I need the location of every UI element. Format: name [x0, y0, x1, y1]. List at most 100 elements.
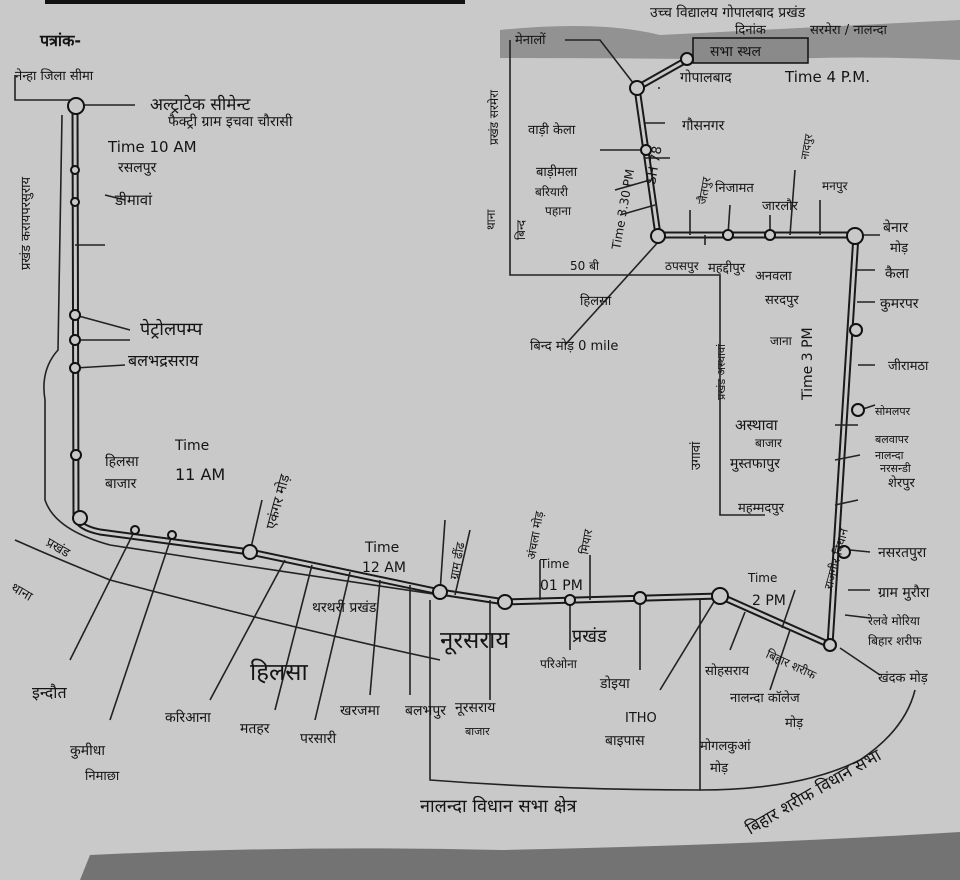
label-bariyari: बरियारी	[535, 185, 569, 199]
label-nalanda-seat: नालन्दा विधान सभा क्षेत्र	[420, 795, 578, 817]
label-tharthari: थरथरी प्रखंड	[312, 599, 377, 616]
label-t2a: Time	[747, 571, 777, 585]
label-wadikela: वाड़ी केला	[528, 122, 576, 138]
label-ugawan: उगावां	[689, 441, 704, 470]
label-miyar: मियार	[577, 527, 595, 555]
label-prakhand: प्रखंड	[572, 626, 607, 647]
stop	[70, 449, 82, 461]
top-border-line	[45, 0, 465, 4]
label-sh78: SH 78	[644, 145, 665, 186]
label-bihar-sharif: बिहार शरीफ	[764, 647, 819, 683]
label-ekangar: एकंगर मोड़	[262, 472, 293, 531]
label-mahddipur: महद्दीपुर	[708, 260, 746, 276]
label-petrol: पेट्रोलपम्प	[140, 318, 203, 340]
label-itho2: बाइपास	[605, 733, 645, 749]
label-hilsa-bazar1: हिलसा	[105, 453, 139, 470]
stop	[849, 323, 863, 337]
label-balbhadra: बलभद्रसराय	[128, 351, 199, 370]
label-t12b: 12 AM	[362, 560, 406, 576]
label-khandak: खंदक मोड़	[878, 670, 929, 686]
meeting-box	[692, 37, 809, 64]
label-nadpur: नादपुर	[798, 133, 815, 161]
place-labels: नेन्हा जिला सीमाअल्ट्राटेक सीमेन्टफैक्ट्…	[8, 32, 930, 839]
label-jarlaur: जारलौर	[762, 198, 799, 214]
label-block-left: प्रखंड करायपरसुराय	[19, 177, 34, 270]
label-thana: थाना	[8, 580, 35, 604]
label-indaut: इन्दौत	[32, 683, 67, 702]
label-t2b: 2 PM	[752, 593, 786, 609]
label-nalanda-college1: नालन्दा कॉलेज	[730, 690, 800, 706]
label-railway2: बिहार शरीफ	[868, 634, 922, 648]
label-kumidha2: निमाछा	[85, 768, 120, 784]
stop	[722, 229, 734, 241]
label-hilsa-box: हिलसा	[580, 293, 612, 309]
label-t11a: Time	[174, 438, 209, 454]
stop	[846, 227, 864, 245]
stop	[69, 334, 81, 346]
label-mogalkuan1: मोगलकुआं	[700, 738, 751, 754]
label-badimala: बाड़ीमला	[536, 164, 578, 180]
label-muraura: ग्राम मुरौरा	[878, 584, 930, 601]
label-mogalkuan2: मोड़	[710, 760, 729, 776]
label-karimana: करिआना	[165, 709, 211, 726]
label-itho1: ITHO	[625, 711, 657, 726]
stop	[242, 544, 258, 560]
label-fifty: 50 बी	[570, 259, 600, 273]
label-asthawan2: बाजार	[755, 436, 783, 450]
stop	[633, 591, 647, 605]
route-stops	[67, 52, 865, 652]
stop	[497, 594, 513, 610]
venue-line2: सरमेरा / नालन्दा	[810, 22, 888, 38]
label-t10: Time 10 AM	[107, 138, 197, 156]
stop-meeting	[680, 52, 694, 66]
label-noor-bazar1: नूरसराय	[455, 700, 496, 716]
meeting-place: सभा स्थल	[710, 44, 761, 60]
label-cement1: अल्ट्राटेक सीमेन्ट	[150, 94, 251, 115]
stop	[764, 229, 776, 241]
stop	[564, 594, 576, 606]
label-t4: Time 4 P.M.	[784, 68, 870, 86]
label-sarmera-block: प्रखंड सरमेरा	[487, 89, 501, 145]
label-bind: बिन्द	[514, 219, 528, 240]
label-sardpur: सरदपुर	[765, 293, 799, 308]
stop	[167, 530, 177, 540]
ref-label: पत्रांक-	[39, 31, 81, 50]
stop	[851, 403, 865, 417]
stop	[650, 228, 666, 244]
stop	[69, 362, 81, 374]
label-sherpur: शेरपुर	[888, 475, 916, 491]
date-label: दिनांक	[735, 22, 767, 38]
label-anchala: अंचला मोड़	[524, 510, 546, 561]
label-hilsa-bazar2: बाजार	[105, 476, 137, 492]
stop	[432, 584, 448, 600]
stop	[72, 510, 88, 526]
label-benar2: मोड़	[890, 240, 909, 256]
label-t330: Time 3.30 PM	[609, 168, 637, 251]
label-nalanda-v: नालन्दा	[875, 449, 904, 462]
label-cement2: फैक्ट्री ग्राम इचवा चौरासी	[168, 113, 293, 130]
label-noor-bazar2: बाजार	[465, 725, 490, 738]
label-t11b: 11 AM	[175, 465, 225, 484]
label-asthawan-block: प्रखंड अस्थावां	[715, 344, 728, 400]
label-biharsharif-seat: बिहार शरीफ विधान सभा	[742, 744, 885, 839]
stop	[837, 545, 851, 559]
stop	[70, 197, 80, 207]
label-mahammadpur: महम्मदपुर	[738, 501, 785, 516]
label-rasalpur: रसलपुर	[118, 160, 157, 176]
label-railway1: रेलवे मोरिया	[868, 614, 921, 628]
venue-line1: उच्च विद्यालय गोपालबाद प्रखंड	[650, 4, 806, 21]
label-doiya: डोइया	[599, 675, 630, 692]
label-bilsa: हिलसा	[250, 658, 308, 686]
label-matahar: मतहर	[240, 721, 270, 737]
label-t1a: Time	[539, 557, 569, 571]
label-kaila: कैला	[885, 265, 909, 282]
label-benar1: बेनार	[883, 219, 908, 236]
stop	[130, 525, 140, 535]
label-t1b: 01 PM	[540, 578, 583, 594]
label-sohsarai: सोहसराय	[705, 663, 750, 679]
label-gram-dindh: ग्राम ढींढ	[447, 541, 467, 581]
label-balwapar: बलवापर	[875, 433, 909, 446]
label-kumrapar: कुमरपर	[880, 296, 919, 312]
stop	[629, 80, 645, 96]
